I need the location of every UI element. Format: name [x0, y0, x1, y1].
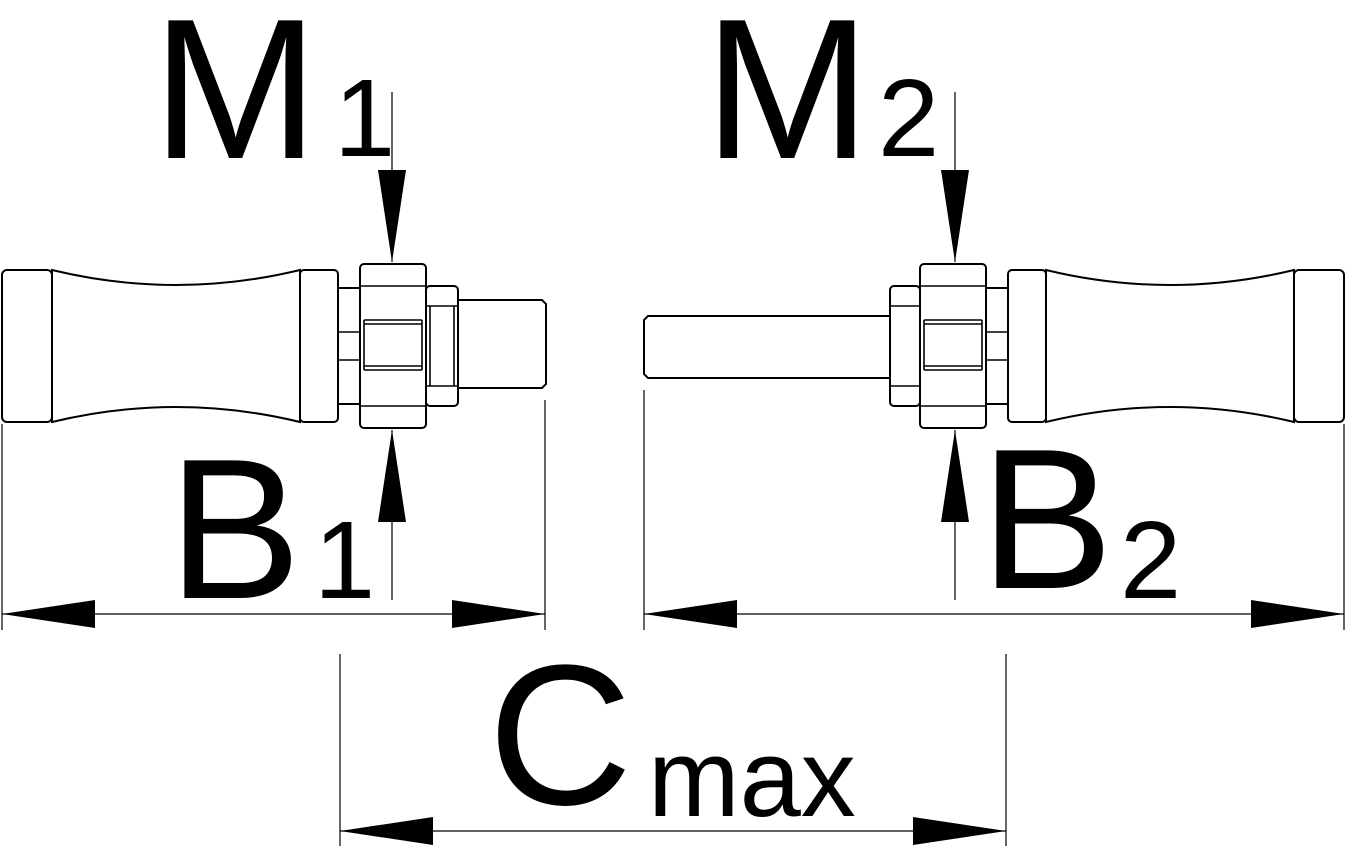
- label-cmax-main: C: [488, 624, 632, 847]
- right-collet-nut: [919, 263, 1009, 429]
- label-b2: B 2: [980, 408, 1181, 631]
- label-m1-sub: 1: [334, 57, 395, 180]
- label-cmax-sub: max: [648, 717, 856, 840]
- label-b2-sub: 2: [1120, 499, 1181, 622]
- label-b1: B 1: [168, 418, 375, 641]
- m2-pointer: [941, 92, 969, 600]
- label-m2-sub: 2: [878, 57, 939, 180]
- left-shaft: [457, 299, 547, 389]
- label-m1: M 1: [152, 0, 395, 201]
- left-collet-nut: [337, 263, 427, 429]
- right-hex-nut: [889, 285, 921, 407]
- label-b1-main: B: [168, 418, 301, 641]
- label-b2-main: B: [980, 408, 1113, 631]
- cmax-dimension: [339, 654, 1007, 846]
- right-shaft: [643, 315, 891, 379]
- m1-pointer: [378, 92, 406, 600]
- right-tool: [643, 263, 1345, 429]
- left-handle: [1, 268, 339, 424]
- label-b1-sub: 1: [314, 499, 375, 622]
- label-cmax: C max: [488, 624, 856, 847]
- b1-dimension: [1, 400, 546, 630]
- label-m2: M 2: [704, 0, 939, 201]
- left-tool: [1, 263, 547, 429]
- label-m2-main: M: [704, 0, 871, 201]
- left-hex-nut: [425, 285, 459, 407]
- b2-dimension: [643, 390, 1345, 630]
- right-handle: [1007, 268, 1345, 424]
- label-m1-main: M: [152, 0, 319, 201]
